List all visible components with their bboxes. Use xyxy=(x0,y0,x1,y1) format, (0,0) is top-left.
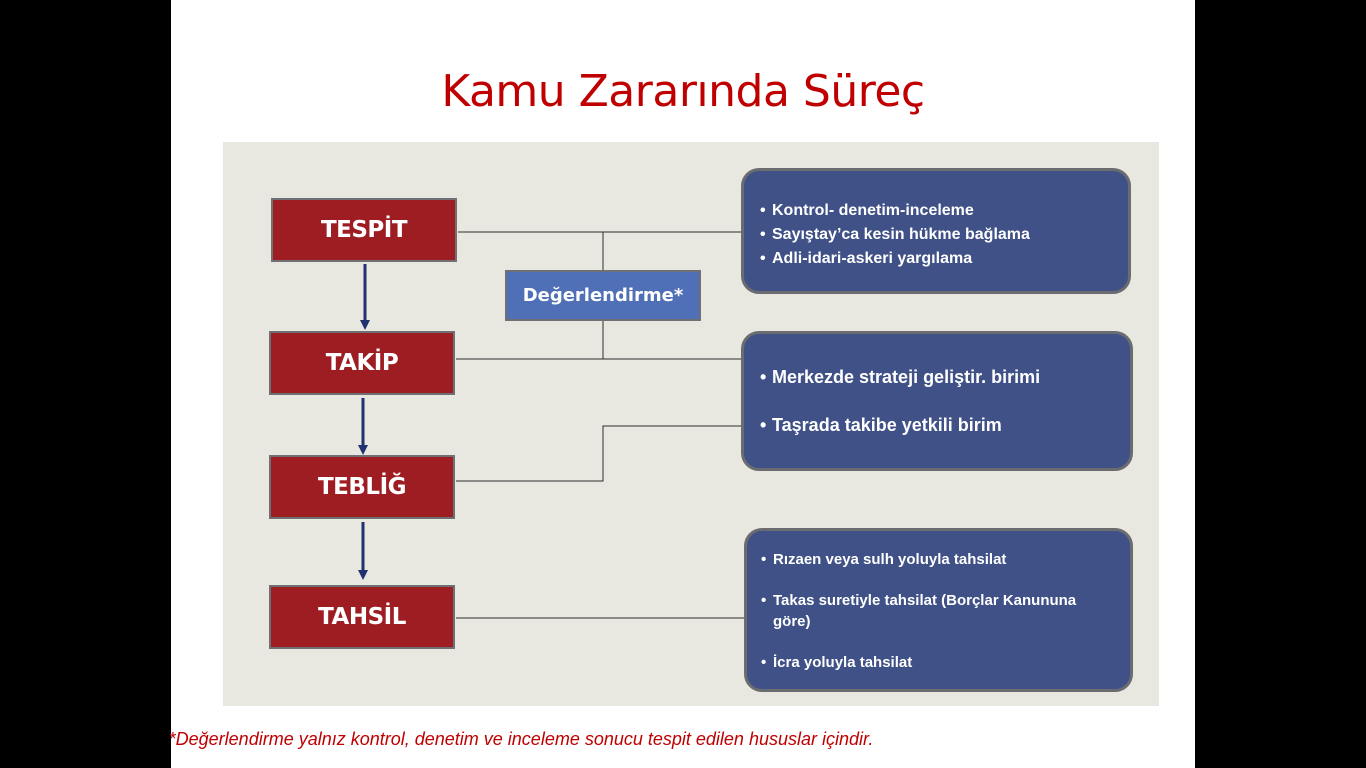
slide-title: Kamu Zararında Süreç xyxy=(441,66,925,117)
info-item: Sayıştay’ca kesin hükme bağlama xyxy=(760,223,1128,247)
footnote: *Değerlendirme yalnız kontrol, denetim v… xyxy=(168,729,874,749)
info-item: Rızaen veya sulh yoluyla tahsilat xyxy=(761,549,1116,570)
step-teblig: TEBLİĞ xyxy=(269,455,455,519)
info-item: Takas suretiyle tahsilat (Borçlar Kanunu… xyxy=(761,590,1116,632)
info-item: Adli-idari-askeri yargılama xyxy=(760,247,1128,271)
connector-lines xyxy=(358,231,747,619)
info-box-tahsil: Rızaen veya sulh yoluyla tahsilat Takas … xyxy=(744,528,1133,692)
step-takip: TAKİP xyxy=(269,331,455,395)
step-tahsil: TAHSİL xyxy=(269,585,455,649)
info-box-takip: Merkezde strateji geliştir. birimi Taşra… xyxy=(741,331,1133,471)
info-item: Merkezde strateji geliştir. birimi xyxy=(760,366,1130,388)
slide: Kamu Zararında Süreç TESPİT xyxy=(171,0,1195,768)
evaluation-box: Değerlendirme* xyxy=(505,270,701,321)
process-diagram: TESPİT TAKİP TEBLİĞ TAHSİL Değerlendirme… xyxy=(223,142,1159,706)
step-tespit: TESPİT xyxy=(271,198,457,262)
info-item: İcra yoluyla tahsilat xyxy=(761,652,1116,673)
info-item: Kontrol- denetim-inceleme xyxy=(760,199,1128,223)
info-box-tespit: Kontrol- denetim-inceleme Sayıştay’ca ke… xyxy=(741,168,1131,294)
connector-teblig-info xyxy=(456,425,744,482)
info-item: Taşrada takibe yetkili birim xyxy=(760,414,1130,436)
